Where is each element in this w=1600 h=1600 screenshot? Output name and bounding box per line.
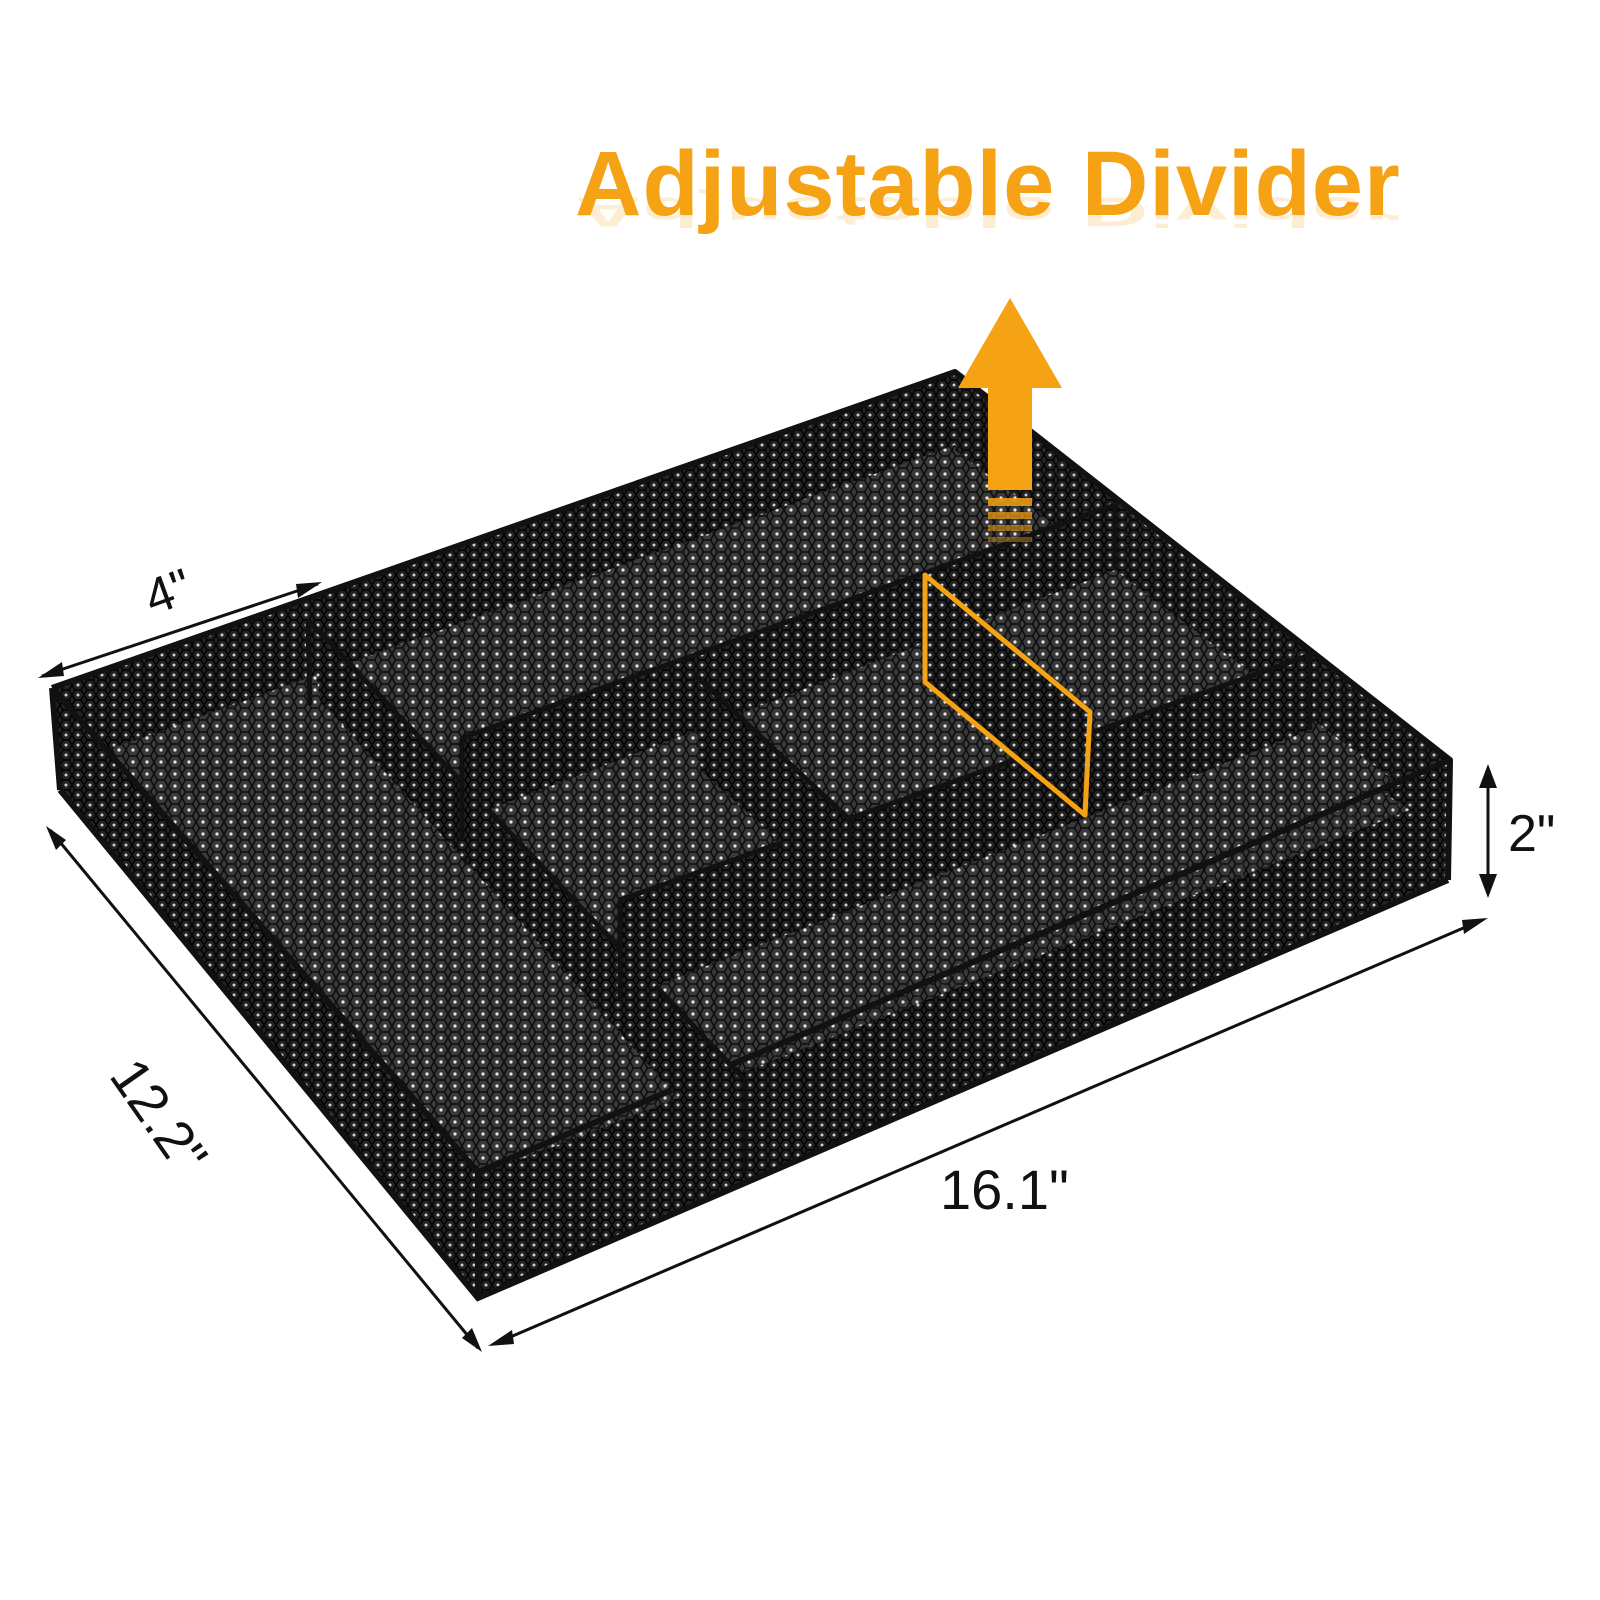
tray-back-wall xyxy=(52,372,955,760)
cross-divider xyxy=(695,675,850,905)
long-divider-left xyxy=(308,620,745,1172)
up-arrow-icon xyxy=(958,298,1062,542)
headline-reflection: Adjustable Divider xyxy=(575,188,1401,235)
width-label: 16.1" xyxy=(940,1158,1069,1221)
tray-front-left-wall xyxy=(52,688,478,1298)
width-dimension-line xyxy=(488,918,1488,1346)
depth-dimension-line xyxy=(38,582,322,678)
height-dimension-line xyxy=(1479,764,1497,898)
tray-front-right-wall xyxy=(478,760,1450,1300)
length-dimension-line xyxy=(46,826,482,1352)
headline-text: Adjustable Divider xyxy=(575,133,1401,235)
tray-right-back-wall xyxy=(955,372,1450,800)
long-divider-front xyxy=(620,655,1310,1000)
adjustable-divider-panel xyxy=(925,575,1090,815)
adjustable-divider-outline xyxy=(922,572,1093,818)
height-label: 2" xyxy=(1508,805,1556,863)
long-divider-mid xyxy=(462,505,1115,820)
